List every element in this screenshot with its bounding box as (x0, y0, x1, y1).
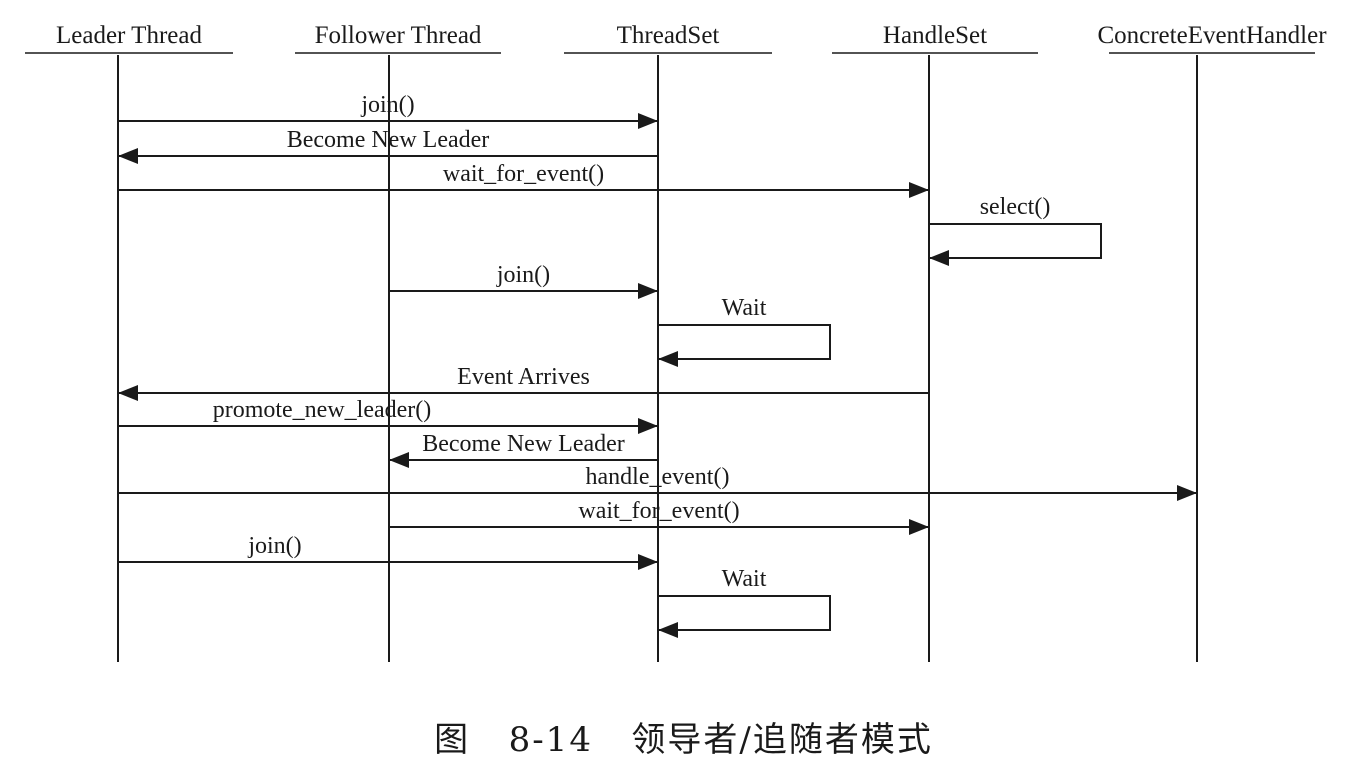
caption-prefix: 图 (434, 720, 471, 760)
messages-layer: join()Become New Leaderwait_for_event()s… (118, 92, 1197, 638)
actor-label-handleset: HandleSet (883, 22, 987, 49)
message-label: handle_event() (586, 464, 730, 490)
message: Become New Leader (118, 127, 658, 164)
message: Wait (658, 295, 831, 367)
actor-label-leader: Leader Thread (56, 22, 202, 49)
message-label: join() (247, 533, 301, 559)
message: promote_new_leader() (118, 397, 658, 434)
message-label: Become New Leader (287, 127, 490, 153)
actor-label-handler: ConcreteEventHandler (1097, 22, 1327, 49)
actor-leader: Leader Thread (25, 22, 233, 662)
message-label: select() (980, 194, 1051, 220)
message-label: Become New Leader (422, 431, 625, 457)
sequence-diagram: Leader Thread Follower Thread ThreadSet Han… (25, 22, 1327, 662)
caption-number: 8-14 (508, 720, 593, 760)
actor-handler: ConcreteEventHandler (1097, 22, 1327, 662)
message: select() (929, 194, 1102, 266)
message: join() (118, 92, 658, 129)
message: Event Arrives (118, 364, 929, 401)
actors-layer: Leader Thread Follower Thread ThreadSet Han… (25, 22, 1327, 662)
message: Wait (658, 566, 831, 638)
actor-handleset: HandleSet (832, 22, 1038, 662)
caption-title: 领导者/追随者模式 (631, 720, 933, 760)
message-label: Wait (722, 566, 767, 592)
message-label: join() (496, 262, 550, 288)
message: wait_for_event() (389, 498, 929, 535)
message-label: Event Arrives (457, 364, 590, 390)
message: Become New Leader (389, 431, 658, 468)
message-label: join() (360, 92, 414, 118)
figure-caption: 图 8-14 领导者/追随者模式 (0, 712, 1367, 761)
self-message-arrow (658, 595, 831, 638)
message: wait_for_event() (118, 161, 929, 198)
self-message-arrow (929, 223, 1102, 266)
message: join() (118, 533, 658, 570)
actor-label-follower: Follower Thread (315, 22, 482, 49)
actor-follower: Follower Thread (295, 22, 501, 662)
actor-label-threadset: ThreadSet (617, 22, 720, 49)
message-label: Wait (722, 295, 767, 321)
message-label: wait_for_event() (443, 161, 604, 187)
message: handle_event() (118, 464, 1197, 501)
message-label: wait_for_event() (578, 498, 739, 524)
self-message-arrow (658, 324, 831, 367)
message-label: promote_new_leader() (213, 397, 432, 423)
message: join() (389, 262, 658, 299)
